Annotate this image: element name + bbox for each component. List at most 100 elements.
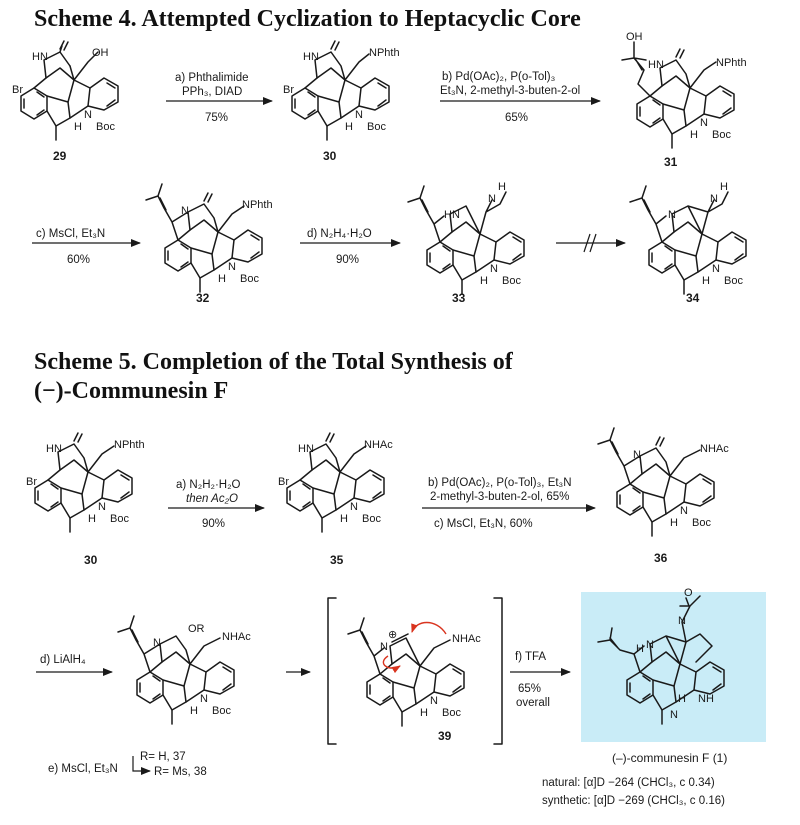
label-h-top: H xyxy=(498,181,506,193)
compound-number-34: 34 xyxy=(686,291,700,305)
label-h: H xyxy=(636,643,644,655)
label-br: Br xyxy=(283,84,294,96)
label-n-acetyl: N xyxy=(678,615,686,627)
bracket-left xyxy=(327,597,337,745)
step-f-overall: overall xyxy=(516,697,550,709)
step-b-reagent-2: Et₃N, 2-methyl-3-buten-2-ol xyxy=(440,85,580,97)
step-a-reagent: a) N₂H₂·H₂O xyxy=(176,479,241,491)
label-n: N xyxy=(712,263,720,275)
step-d-reagent: d) N₂H₄·H₂O xyxy=(307,228,372,240)
compound-number-30: 30 xyxy=(84,553,98,567)
label-h: H xyxy=(420,707,428,719)
label-h: H xyxy=(345,121,353,133)
label-nh: NH xyxy=(698,693,714,705)
step-b-reagent-2: 2-methyl-3-buten-2-ol, 65% xyxy=(430,491,569,503)
compound-number-32: 32 xyxy=(196,291,210,305)
label-nphth: NPhth xyxy=(114,439,145,451)
label-h: H xyxy=(88,513,96,525)
step-a-yield: 90% xyxy=(202,518,225,530)
step-a-reagent-2: PPh₃, DIAD xyxy=(182,86,242,98)
label-n: N xyxy=(84,109,92,121)
synthetic-rotation: synthetic: [α]D −269 (CHCl₃, c 0.16) xyxy=(542,795,725,807)
label-br: Br xyxy=(12,84,23,96)
compound-number-33: 33 xyxy=(452,291,466,305)
label-n: N xyxy=(700,117,708,129)
compound-31-structure: NPhth OH HN N H Boc xyxy=(621,31,747,149)
label-hn: HN xyxy=(298,443,314,455)
label-n: N xyxy=(668,209,676,221)
label-boc: Boc xyxy=(367,121,386,133)
step-c-reagent: c) MsCl, Et₃N xyxy=(36,228,105,240)
compound-30-structure-scheme5: NPhth HN Br N H Boc xyxy=(26,432,145,533)
compound-30-structure: NPhth HN Br N H Boc xyxy=(283,40,400,141)
label-n: N xyxy=(98,501,106,513)
label-n: N xyxy=(181,205,189,217)
label-h: H xyxy=(702,275,710,287)
label-n: N xyxy=(680,505,688,517)
label-br: Br xyxy=(278,476,289,488)
label-n: N xyxy=(646,639,654,651)
label-r-h-37: R= H, 37 xyxy=(140,751,186,763)
product-highlight-box xyxy=(581,592,766,742)
label-boc: Boc xyxy=(110,513,129,525)
label-nhac: NHAc xyxy=(700,443,729,455)
step-e-reagent: e) MsCl, Et₃N xyxy=(48,763,118,775)
step-e-bracket-arrow xyxy=(132,756,151,775)
label-boc: Boc xyxy=(502,275,521,287)
label-n: N xyxy=(355,109,363,121)
label-hn-amine: HN xyxy=(444,209,460,221)
communesin-f-structure: N O H N NH N H xyxy=(597,587,725,725)
product-name: (–)-communesin F (1) xyxy=(612,751,727,765)
compound-number-29: 29 xyxy=(53,149,67,163)
label-n: N xyxy=(633,449,641,461)
label-boc: Boc xyxy=(240,273,259,285)
compound-number-36: 36 xyxy=(654,551,668,565)
compound-34-structure: N N H N H Boc xyxy=(629,181,747,295)
step-a-yield: 75% xyxy=(205,112,228,124)
step-d-yield: 90% xyxy=(336,254,359,266)
step-c-yield: 60% xyxy=(67,254,90,266)
compound-32-structure: NPhth N N H Boc xyxy=(145,183,273,293)
label-h: H xyxy=(340,513,348,525)
label-h-top: H xyxy=(720,181,728,193)
label-o-acetyl: O xyxy=(684,587,693,599)
label-nphth: NPhth xyxy=(369,47,400,59)
label-n: N xyxy=(200,693,208,705)
compound-number-39: 39 xyxy=(438,729,452,743)
step-b-reagent: b) Pd(OAc)₂, P(o-Tol)₃ xyxy=(442,71,556,83)
label-h: H xyxy=(74,121,82,133)
label-h: H xyxy=(480,275,488,287)
compound-39-structure: N ⊕ NHAc N H Boc xyxy=(347,617,481,727)
label-nphth: NPhth xyxy=(242,199,273,211)
label-n: N xyxy=(228,261,236,273)
step-c-reagent: c) MsCl, Et₃N, 60% xyxy=(434,518,533,530)
label-boc: Boc xyxy=(692,517,711,529)
label-iminium-charge: ⊕ xyxy=(388,629,397,641)
label-boc: Boc xyxy=(442,707,461,719)
scheme-4-title: Scheme 4. Attempted Cyclization to Hepta… xyxy=(34,6,581,32)
step-a-reagent-2: then Ac₂O xyxy=(186,493,238,505)
step-b-yield: 65% xyxy=(505,112,528,124)
compound-29-structure: OH HN Br N H Boc xyxy=(12,40,119,141)
compound-35-structure: NHAc HN Br N H Boc xyxy=(278,432,393,533)
natural-rotation: natural: [α]D −264 (CHCl₃, c 0.34) xyxy=(542,777,715,789)
label-nhac: NHAc xyxy=(452,633,481,645)
bracket-right xyxy=(493,597,503,745)
compound-37-38-structure: OR NHAc N N H Boc xyxy=(117,615,251,725)
label-n: N xyxy=(350,501,358,513)
label-n: N xyxy=(490,263,498,275)
step-f-yield: 65% xyxy=(518,683,541,695)
label-nhac: NHAc xyxy=(222,631,251,643)
compound-number-30: 30 xyxy=(323,149,337,163)
label-oh: OH xyxy=(92,47,109,59)
label-hn: HN xyxy=(46,443,62,455)
step-b-reagent: b) Pd(OAc)₂, P(o-Tol)₃, Et₃N xyxy=(428,477,572,489)
label-r-ms-38: R= Ms, 38 xyxy=(154,766,207,778)
label-h: H xyxy=(690,129,698,141)
label-nhac: NHAc xyxy=(364,439,393,451)
label-hn: HN xyxy=(648,59,664,71)
label-n-me: N xyxy=(670,709,678,721)
label-boc: Boc xyxy=(362,513,381,525)
step-f-reagent: f) TFA xyxy=(515,651,546,663)
label-boc: Boc xyxy=(712,129,731,141)
